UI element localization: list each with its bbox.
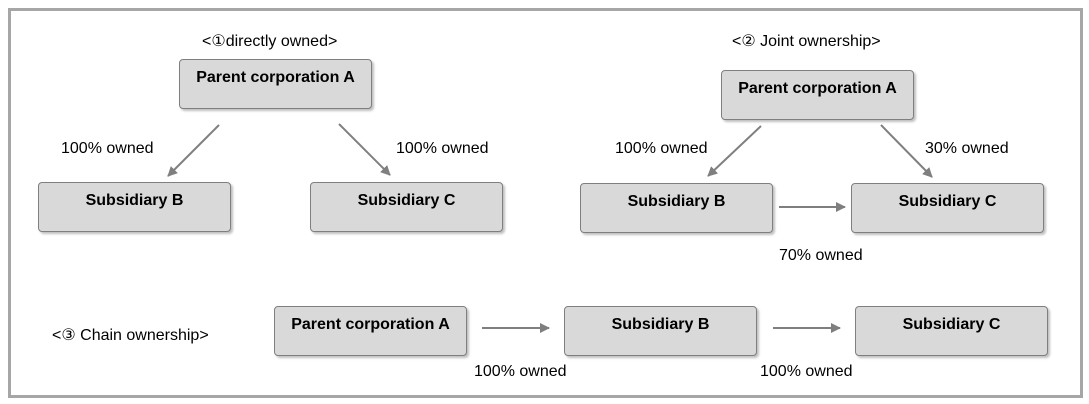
section1-parent-label: Parent corporation A xyxy=(196,69,355,86)
section1-edge-b-label: 100% owned xyxy=(61,140,154,157)
section2-sub-b-label: Subsidiary B xyxy=(627,193,726,210)
arrow-2-a-to-c xyxy=(880,124,933,178)
section1-sub-b-box: Subsidiary B xyxy=(38,182,231,232)
section3-parent-label: Parent corporation A xyxy=(291,316,450,333)
section3-sub-b-box: Subsidiary B xyxy=(564,306,757,356)
diagram-frame xyxy=(8,8,1083,398)
section2-sub-b-box: Subsidiary B xyxy=(580,183,773,233)
section3-sub-b-label: Subsidiary B xyxy=(611,316,710,333)
arrow-2-a-to-b xyxy=(707,125,762,177)
section1-parent-box: Parent corporation A xyxy=(179,59,372,109)
section3-title: <③ Chain ownership> xyxy=(52,327,209,344)
section2-edge-c-label: 30% owned xyxy=(925,140,1009,157)
section1-sub-c-label: Subsidiary C xyxy=(357,192,456,209)
section2-sub-c-label: Subsidiary C xyxy=(898,193,997,210)
section3-sub-c-box: Subsidiary C xyxy=(855,306,1048,356)
section3-edge-bc-label: 100% owned xyxy=(760,363,853,380)
section1-sub-c-box: Subsidiary C xyxy=(310,182,503,232)
arrow-1-a-to-c xyxy=(338,123,391,176)
section1-title: <①directly owned> xyxy=(202,33,338,50)
section2-title: <② Joint ownership> xyxy=(732,33,881,50)
section3-sub-c-label: Subsidiary C xyxy=(902,316,1001,333)
section3-parent-box: Parent corporation A xyxy=(274,306,467,356)
section2-parent-label: Parent corporation A xyxy=(738,80,897,97)
section3-edge-ab-label: 100% owned xyxy=(474,363,567,380)
section1-sub-b-label: Subsidiary B xyxy=(85,192,184,209)
section2-edge-bc-label: 70% owned xyxy=(779,247,863,264)
section1-edge-c-label: 100% owned xyxy=(396,140,489,157)
section2-parent-box: Parent corporation A xyxy=(721,70,914,120)
arrow-1-a-to-b xyxy=(167,124,220,177)
section2-edge-b-label: 100% owned xyxy=(615,140,708,157)
section2-sub-c-box: Subsidiary C xyxy=(851,183,1044,233)
